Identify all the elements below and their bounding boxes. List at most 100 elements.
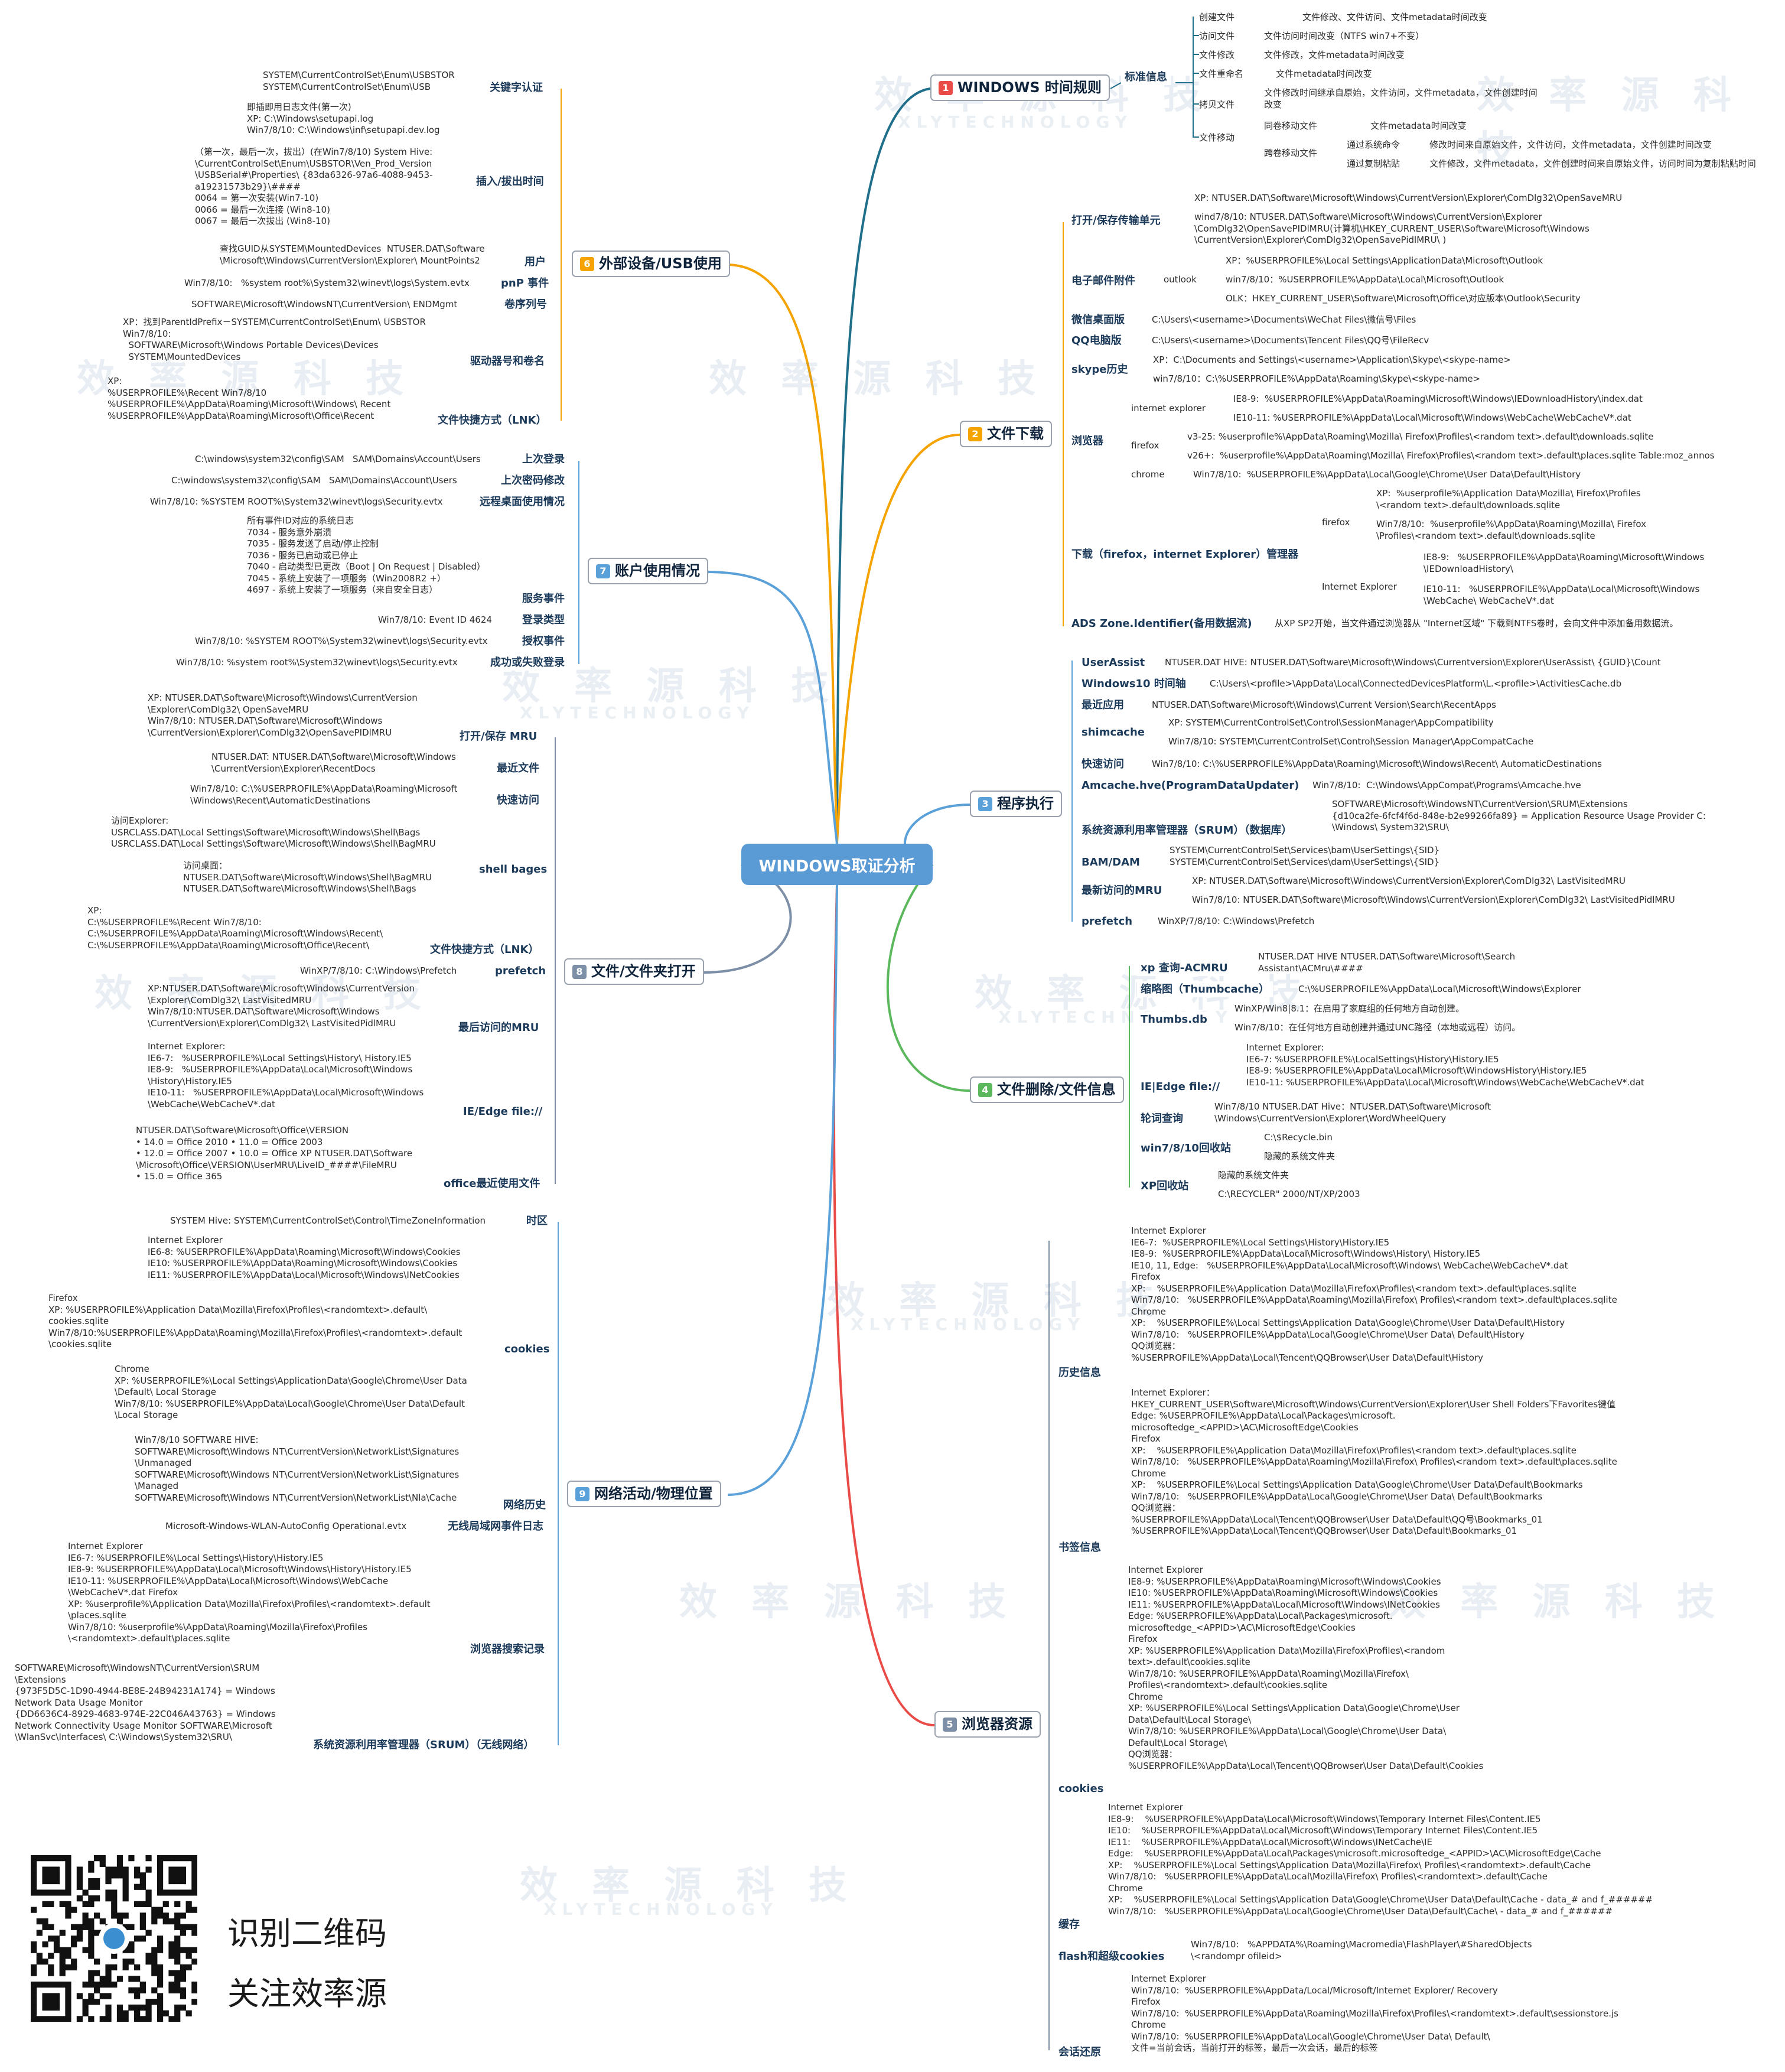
node-shellbags[interactable]: shell bages [475,861,551,878]
node-cache[interactable]: 缓存 [1055,1917,1083,1933]
node-recycle-xp[interactable]: XP回收站 [1137,1178,1193,1195]
node-password-change[interactable]: 上次密码修改 [497,473,568,489]
node-ie-edge-file[interactable]: IE|Edge file:// [1137,1079,1224,1095]
leaf: Microsoft-Windows-WLAN-AutoConfig Operat… [165,1521,407,1531]
leaf: firefox [1322,517,1350,528]
node-ads[interactable]: ADS Zone.Identifier(备用数据流) [1068,616,1256,632]
node-keyword-auth[interactable]: 关键字认证 [486,80,546,96]
node-prefetch[interactable]: prefetch [491,963,550,980]
node-thumbcache[interactable]: 缩略图（Thumbcache） [1137,981,1273,998]
leaf: firefox [1131,440,1159,451]
node-recycle-win7[interactable]: win7/8/10回收站 [1137,1140,1234,1157]
node-last-visited-mru[interactable]: 最后访问的MRU [455,1020,543,1036]
leaf: 通过系统命令 [1347,139,1400,150]
node-prefetch[interactable]: prefetch [1078,913,1136,930]
node-opensave-mru[interactable]: 打开/保存 MRU [456,728,541,745]
node-last-login[interactable]: 上次登录 [519,451,568,468]
node-browser[interactable]: 浏览器 [1068,433,1107,450]
node-acmru[interactable]: xp 查询-ACMRU [1137,960,1232,977]
leaf: Win7/8/10: Event ID 4624 [378,614,492,625]
node-network-history[interactable]: 网络历史 [500,1497,549,1514]
leaf: SOFTWARE\Microsoft\WindowsNT\CurrentVers… [1332,799,1706,832]
leaf: Internet Explorer IE6-7: %USERPROFILE%\L… [68,1541,431,1644]
central-topic[interactable]: WINDOWS取证分析 [741,844,933,885]
node-drive-letter[interactable]: 驱动器号和卷名 [467,353,548,370]
node-cookies[interactable]: cookies [501,1341,553,1358]
node-bam-dam[interactable]: BAM/DAM [1078,854,1144,871]
node-userassist[interactable]: UserAssist [1078,655,1149,671]
node-logon-type[interactable]: 登录类型 [519,612,568,629]
node-open-save[interactable]: 打开/保存传输单元 [1068,213,1164,229]
node-amcache[interactable]: Amcache.hve(ProgramDataUpdater) [1078,778,1303,794]
node-session-restore[interactable]: 会话还原 [1055,2044,1105,2061]
qr-code[interactable] [31,1855,198,2022]
connector [726,264,838,844]
node-office-recent[interactable]: office最近使用文件 [440,1176,544,1192]
leaf: win7/8/10：C:\%USERPROFILE%\AppData\Roami… [1153,373,1481,384]
node-wordwheel[interactable]: 轮词查询 [1137,1111,1187,1127]
node-shimcache[interactable]: shimcache [1078,724,1148,741]
branch-title: 程序执行 [997,795,1054,812]
node-rdp[interactable]: 远程桌面使用情况 [476,494,568,510]
node-download-manager[interactable]: 下载（firefox，internet Explorer）管理器 [1068,547,1302,563]
leaf: C:\Users\<username>\Documents\WeChat Fil… [1152,314,1416,325]
node-timeline[interactable]: Windows10 时间轴 [1078,676,1190,692]
node-recent-apps[interactable]: 最近应用 [1078,697,1128,714]
node-standard-info[interactable]: 标准信息 [1121,69,1171,86]
connector [836,434,960,844]
node-wlan-log[interactable]: 无线局域网事件日志 [444,1518,547,1535]
leaf: 创建文件 [1199,12,1235,22]
node-email-attachment[interactable]: 电子邮件附件 [1068,273,1139,290]
leaf: Chrome XP: %USERPROFILE%\Local Settings\… [115,1364,467,1420]
node-pnp-event[interactable]: pnP 事件 [497,275,553,292]
node-service-events[interactable]: 服务事件 [519,591,568,607]
node-thumbsdb[interactable]: Thumbs.db [1137,1011,1211,1028]
node-lnk[interactable]: 文件快捷方式（LNK） [426,942,543,958]
node-skype[interactable]: skype历史 [1068,362,1132,378]
leaf: Win7/8/10: %SYSTEM ROOT%\System32\winevt… [150,496,443,507]
branch-number-badge: 4 [978,1082,992,1097]
node-srum-wifi[interactable]: 系统资源利用率管理器（SRUM）（无线网络） [310,1737,538,1754]
node-history[interactable]: 历史信息 [1055,1365,1105,1381]
leaf: XP：找到ParentIdPrefix－SYSTEM\CurrentContro… [123,317,426,362]
leaf: IE8-9: %USERPROFILE%\AppData\Roaming\Mic… [1233,393,1643,404]
leaf: XP: NTUSER.DAT\Software\Microsoft\Window… [1192,876,1626,886]
node-quick-access[interactable]: 快速访问 [1078,756,1128,773]
node-browser-search[interactable]: 浏览器搜索记录 [467,1641,548,1658]
leaf: Internet Explorer: IE6-7: %USERPROFILE%\… [148,1041,424,1110]
node-timezone[interactable]: 时区 [523,1213,551,1229]
leaf: Internet Explorer IE6-8: %USERPROFILE%\A… [148,1235,461,1280]
node-qq[interactable]: QQ电脑版 [1068,333,1125,349]
node-flash-cookies[interactable]: flash和超级cookies [1055,1949,1168,1965]
leaf: XP: %userprofile%\Application Data\Mozil… [1376,488,1641,510]
leaf: Win7/8/10: %SYSTEM ROOT%\System32\winevt… [195,636,488,646]
node-login-result[interactable]: 成功或失败登录 [487,655,568,671]
node-recent-files[interactable]: 最近文件 [493,760,543,777]
leaf: XP：C:\Documents and Settings\<username>\… [1153,354,1511,365]
node-ie-edge-file[interactable]: IE/Edge file:// [460,1104,546,1120]
node-bookmarks[interactable]: 书签信息 [1055,1540,1105,1556]
node-lnk[interactable]: 文件快捷方式（LNK） [434,412,551,429]
leaf: 隐藏的系统文件夹 [1264,1151,1336,1162]
node-volume-serial[interactable]: 卷序列号 [501,297,551,313]
node-auth-events[interactable]: 授权事件 [519,633,568,650]
node-wechat[interactable]: 微信桌面版 [1068,312,1128,328]
node-plug-time[interactable]: 插入/拔出时间 [473,174,548,190]
node-last-visited-mru[interactable]: 最新访问的MRU [1078,883,1166,899]
node-quick-access[interactable]: 快速访问 [493,792,543,809]
node-user[interactable]: 用户 [521,254,549,271]
node-srum[interactable]: 系统资源利用率管理器（SRUM）（数据库） [1078,822,1296,839]
leaf: NTUSER.DAT HIVE: NTUSER.DAT\Software\Mic… [1165,657,1661,668]
leaf: 文件修改，文件metadata，文件创建时间来自原始文件，访问时间为复制粘贴时间 [1429,158,1756,169]
leaf: XP: %USERPROFILE%\Recent Win7/8/10 %USER… [108,376,391,421]
node-cookies[interactable]: cookies [1055,1781,1108,1797]
